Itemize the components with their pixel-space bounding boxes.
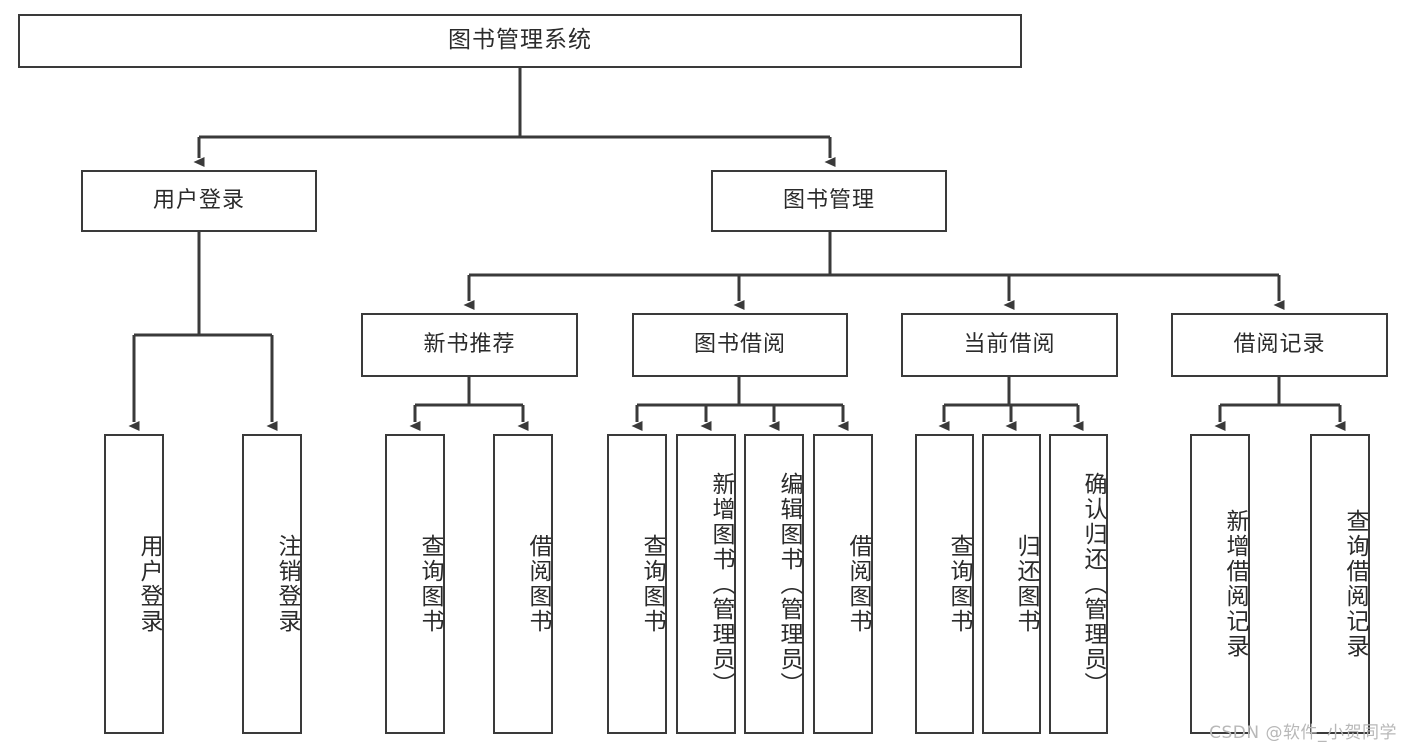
node-label: 编辑图书（管理员）	[776, 471, 802, 697]
node-label: 查询图书	[417, 534, 443, 634]
node-label: 当前借阅	[963, 331, 1056, 357]
leaf-query-book-recommend[interactable]: 查询图书	[385, 434, 445, 734]
node-label: 新书推荐	[423, 331, 516, 357]
leaf-add-book[interactable]: 新增图书（管理员）	[676, 434, 736, 734]
leaf-query-book-borrow[interactable]: 查询图书	[607, 434, 667, 734]
leaf-query-book-current[interactable]: 查询图书	[915, 434, 974, 734]
node-label: 新增借阅记录	[1222, 509, 1248, 659]
node-book-manage[interactable]: 图书管理	[711, 170, 947, 232]
leaf-user-login[interactable]: 用户登录	[104, 434, 164, 734]
node-label: 借阅记录	[1233, 331, 1326, 357]
leaf-borrow-book-recommend[interactable]: 借阅图书	[493, 434, 553, 734]
node-label: 归还图书	[1013, 534, 1039, 634]
leaf-add-borrow-record[interactable]: 新增借阅记录	[1190, 434, 1250, 734]
node-label: 新增图书（管理员）	[708, 471, 734, 697]
node-label: 借阅图书	[525, 534, 551, 634]
leaf-edit-book[interactable]: 编辑图书（管理员）	[744, 434, 804, 734]
node-borrow-record[interactable]: 借阅记录	[1171, 313, 1388, 377]
node-label: 确认归还（管理员）	[1080, 471, 1106, 697]
leaf-borrow-book[interactable]: 借阅图书	[813, 434, 873, 734]
node-label: 查询图书	[946, 534, 972, 634]
node-label: 注销登录	[274, 534, 300, 634]
node-label: 图书管理系统	[448, 27, 592, 54]
watermark-credit: CSDN @软件_小贺同学	[1209, 723, 1397, 743]
node-label: 图书管理	[782, 187, 875, 213]
leaf-confirm-return[interactable]: 确认归还（管理员）	[1049, 434, 1108, 734]
node-current-borrow[interactable]: 当前借阅	[901, 313, 1118, 377]
node-user-login[interactable]: 用户登录	[81, 170, 317, 232]
node-label: 用户登录	[136, 534, 162, 634]
node-label: 图书借阅	[693, 331, 786, 357]
node-label: 借阅图书	[845, 534, 871, 634]
node-label: 查询借阅记录	[1342, 509, 1368, 659]
leaf-query-borrow-record[interactable]: 查询借阅记录	[1310, 434, 1370, 734]
node-label: 查询图书	[639, 534, 665, 634]
node-label: 用户登录	[152, 187, 245, 213]
node-root-system[interactable]: 图书管理系统	[18, 14, 1022, 68]
leaf-return-book[interactable]: 归还图书	[982, 434, 1041, 734]
node-new-book-recommend[interactable]: 新书推荐	[361, 313, 578, 377]
leaf-logout-login[interactable]: 注销登录	[242, 434, 302, 734]
node-book-borrow[interactable]: 图书借阅	[632, 313, 848, 377]
